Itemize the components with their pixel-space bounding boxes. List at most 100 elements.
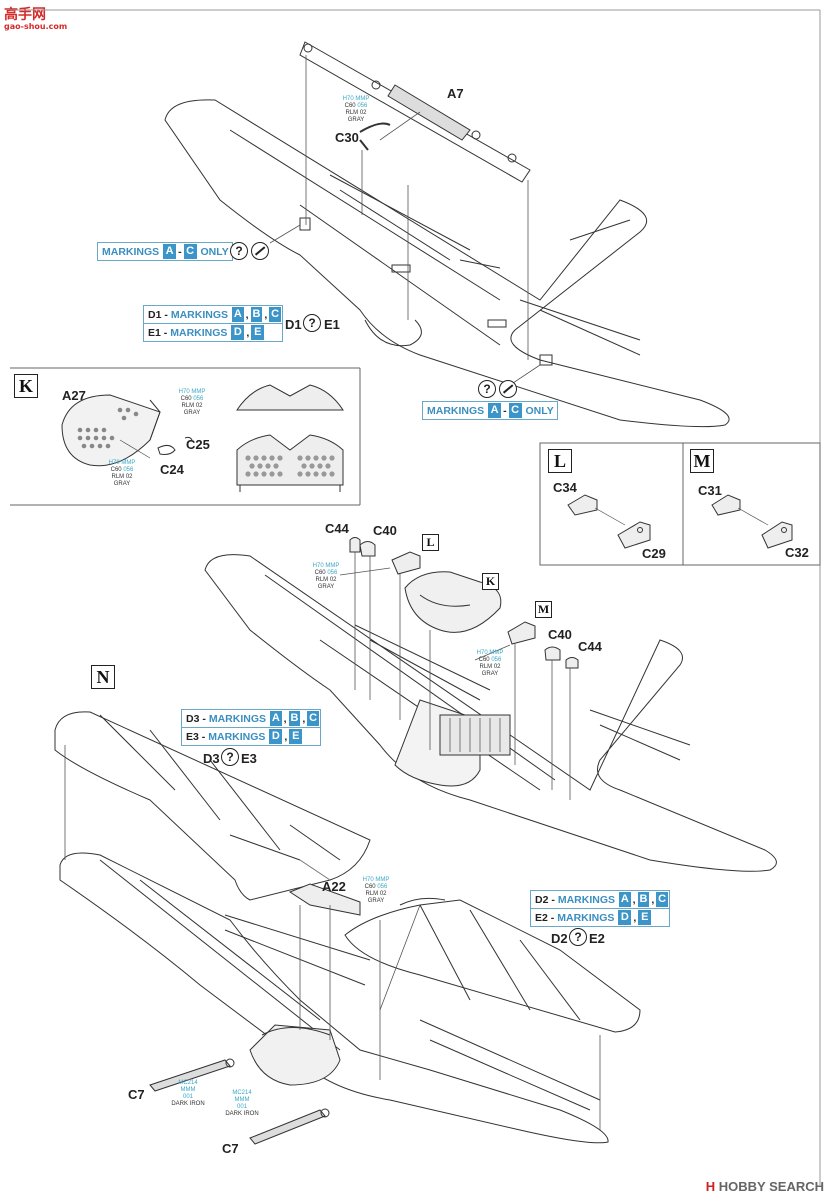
top-leader-lines bbox=[269, 55, 541, 386]
paint-code: 056 bbox=[123, 467, 134, 473]
paint-callout-gray-5: H70 MMP C60 056 RLM 02 GRAY bbox=[470, 650, 510, 678]
marking-chip-c: C bbox=[183, 244, 197, 259]
paint-callout-iron-1: MC214 MMM 001 DARK IRON bbox=[168, 1080, 208, 1108]
question-icon: ? bbox=[303, 314, 321, 332]
step-letter-l: L bbox=[548, 449, 572, 473]
bottom-leader-lines bbox=[64, 745, 601, 1130]
paint-code: MC214 bbox=[178, 1080, 198, 1086]
markings-word: MARKINGS bbox=[208, 730, 266, 743]
paint-name: RLM 02 bbox=[365, 891, 387, 897]
markings-d3: D3 - MARKINGS A, B, C bbox=[181, 709, 321, 728]
ref-letter-l: L bbox=[422, 534, 439, 551]
paint-code: H70 bbox=[178, 389, 190, 395]
marking-prefix: E1 - bbox=[148, 326, 168, 339]
paint-callout-gray-2: H70 MMP C60 056 RLM 02 GRAY bbox=[172, 389, 212, 417]
markings-d2: D2 - MARKINGS A, B, C bbox=[530, 890, 670, 909]
part-label-c25: C25 bbox=[186, 437, 210, 452]
middle-wing-drawing bbox=[204, 537, 777, 872]
question-icon: ? bbox=[569, 928, 587, 946]
question-icon: ? bbox=[221, 748, 239, 766]
marking-chip-b: B bbox=[637, 892, 650, 907]
part-label-c44-left: C44 bbox=[325, 521, 349, 536]
part-label-c32: C32 bbox=[785, 545, 809, 560]
paint-code: MMP bbox=[121, 460, 136, 466]
marking-prefix: D3 - bbox=[186, 712, 206, 725]
bottom-wing-drawing bbox=[59, 852, 609, 1144]
markings-e1: E1 - MARKINGS D, E bbox=[143, 323, 283, 342]
paint-code: C60 bbox=[110, 467, 122, 473]
paint-name: RLM 02 bbox=[479, 664, 501, 670]
paint-name: GRAY bbox=[113, 481, 131, 487]
paint-name: GRAY bbox=[367, 898, 385, 904]
paint-name: DARK IRON bbox=[171, 1101, 205, 1107]
k-box-drawing bbox=[10, 367, 361, 506]
paint-code: 001 bbox=[236, 1104, 247, 1110]
paint-callout-gray-6: H70 MMP C60 056 RLM 02 GRAY bbox=[356, 877, 396, 905]
marking-prefix: E2 - bbox=[535, 911, 555, 924]
marking-chip-d: D bbox=[231, 325, 245, 340]
variant-e2: E2 bbox=[589, 931, 605, 946]
paint-name: RLM 02 bbox=[181, 403, 203, 409]
watermark-title: 高手网 bbox=[4, 7, 46, 23]
paint-code: MMM bbox=[180, 1087, 196, 1093]
ref-letter-m: M bbox=[535, 601, 552, 618]
ref-letter-k: K bbox=[482, 573, 499, 590]
part-label-c29: C29 bbox=[642, 546, 666, 561]
paint-code: H70 bbox=[312, 563, 324, 569]
markings-word: MARKINGS bbox=[208, 712, 267, 725]
paint-name: GRAY bbox=[481, 671, 499, 677]
paint-code: MC214 bbox=[232, 1090, 252, 1096]
part-label-c24: C24 bbox=[160, 462, 184, 477]
markings-word: MARKINGS bbox=[557, 893, 616, 906]
paint-code: H70 bbox=[362, 877, 374, 883]
part-a7-drawing bbox=[299, 41, 531, 183]
variant-e3: E3 bbox=[241, 751, 257, 766]
markings-d1: D1 - MARKINGS A, B, C bbox=[143, 305, 283, 324]
paint-code: C60 bbox=[314, 570, 326, 576]
paint-code: MMP bbox=[191, 389, 206, 395]
part-label-a7: A7 bbox=[447, 86, 464, 101]
step-letter-m: M bbox=[690, 449, 714, 473]
question-icon: ? bbox=[478, 380, 496, 398]
paint-name: GRAY bbox=[317, 584, 335, 590]
marking-chip-b: B bbox=[250, 307, 263, 322]
paint-code: C60 bbox=[180, 396, 192, 402]
paint-code: MMM bbox=[234, 1097, 250, 1103]
markings-a-c-only-top: MARKINGS A- C ONLY bbox=[97, 242, 233, 261]
paint-name: RLM 02 bbox=[345, 110, 367, 116]
step-letter-n: N bbox=[91, 665, 115, 689]
markings-word: MARKINGS bbox=[427, 404, 485, 417]
marking-chip-e: E bbox=[638, 910, 652, 925]
paint-code: MMP bbox=[355, 96, 370, 102]
marking-chip-a: A bbox=[269, 711, 282, 726]
part-label-c40-left: C40 bbox=[373, 523, 397, 538]
markings-only: ONLY bbox=[525, 404, 554, 417]
markings-only: ONLY bbox=[200, 245, 229, 258]
marking-chip-c: C bbox=[269, 307, 281, 322]
marking-chip-a: A bbox=[618, 892, 631, 907]
paint-code: 056 bbox=[193, 396, 204, 402]
marking-chip-a: A bbox=[231, 307, 244, 322]
marking-prefix: E3 - bbox=[186, 730, 206, 743]
paint-code: 056 bbox=[327, 570, 338, 576]
markings-word: MARKINGS bbox=[102, 245, 160, 258]
no-glue-icon bbox=[499, 380, 517, 398]
paint-name: RLM 02 bbox=[111, 474, 133, 480]
footer-brand-text: HOBBY SEARCH bbox=[718, 1179, 824, 1194]
part-label-c34: C34 bbox=[553, 480, 577, 495]
step-letter-k: K bbox=[14, 374, 38, 398]
top-wing-drawing bbox=[164, 99, 730, 428]
paint-code: C60 bbox=[344, 103, 356, 109]
marking-chip-a: A bbox=[488, 403, 502, 418]
marking-chip-c: C bbox=[307, 711, 319, 726]
paint-code: H70 bbox=[342, 96, 354, 102]
hobby-search-logo-icon: H bbox=[705, 1179, 716, 1194]
part-label-c44-right: C44 bbox=[578, 639, 602, 654]
paint-code: MMP bbox=[375, 877, 390, 883]
markings-e3: E3 - MARKINGS D, E bbox=[181, 727, 321, 746]
paint-code: 056 bbox=[491, 657, 502, 663]
marking-chip-c: C bbox=[656, 892, 668, 907]
n-upper-wing-drawing bbox=[54, 711, 371, 901]
